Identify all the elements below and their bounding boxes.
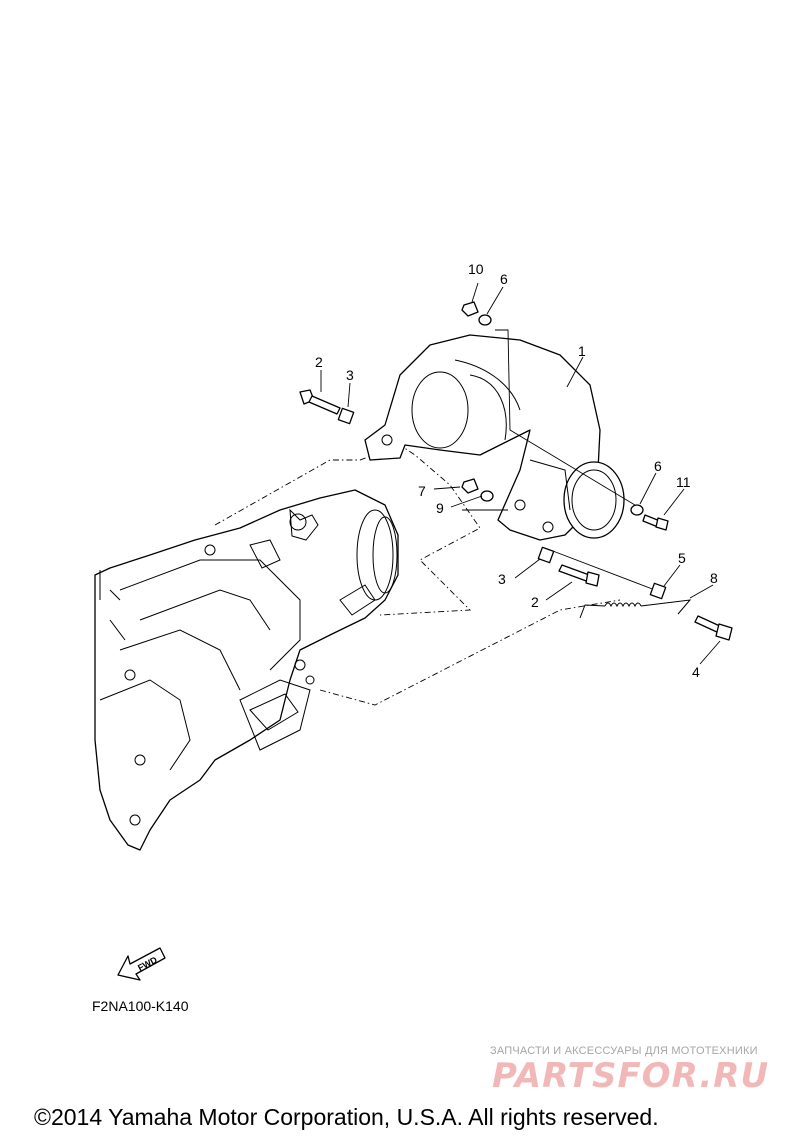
callout-3: 3 <box>346 367 354 383</box>
callout-9: 9 <box>436 500 444 516</box>
leader-lines <box>320 282 721 665</box>
callout-4: 4 <box>692 664 700 680</box>
bolt-4 <box>694 615 733 641</box>
nozzle-part-1 <box>364 329 656 591</box>
spring-8 <box>579 599 692 619</box>
fwd-arrow-icon: FWD <box>117 947 166 981</box>
washer-6-upper <box>478 314 492 326</box>
callout-5: 5 <box>678 550 686 566</box>
jet-pump-housing <box>94 444 621 851</box>
watermark-logo: PARTSFOR.RU <box>492 1056 770 1096</box>
watermark-tagline: ЗАПЧАСТИ И АКСЕССУАРЫ ДЛЯ МОТОТЕХНИКИ <box>490 1045 758 1057</box>
nut-10 <box>461 301 479 317</box>
bolt-11 <box>642 514 669 531</box>
callout-2: 2 <box>315 354 323 370</box>
callout-6-lower: 6 <box>654 458 662 474</box>
washer-9 <box>480 490 494 502</box>
collar-3-lower <box>537 546 555 564</box>
callout-10: 10 <box>468 261 484 277</box>
callout-8: 8 <box>710 570 718 586</box>
callout-1: 1 <box>578 343 586 359</box>
nut-7 <box>461 478 479 494</box>
callout-11: 11 <box>676 474 691 490</box>
callout-2-lower: 2 <box>531 594 539 610</box>
collar-3-upper <box>337 407 355 425</box>
callouts: 1 2 3 4 5 6 7 8 9 10 11 2 3 6 <box>315 261 718 680</box>
washer-6-lower <box>630 504 644 516</box>
callout-7: 7 <box>418 483 426 499</box>
copyright-notice: ©2014 Yamaha Motor Corporation, U.S.A. A… <box>34 1104 659 1130</box>
drawing-code: F2NA100-K140 <box>92 998 189 1014</box>
callout-3-lower: 3 <box>498 571 506 587</box>
bolt-2-upper <box>299 389 341 415</box>
collar-5 <box>649 582 667 600</box>
callout-6: 6 <box>500 271 508 287</box>
hardware <box>299 301 733 641</box>
bolt-2-lower <box>558 564 600 587</box>
